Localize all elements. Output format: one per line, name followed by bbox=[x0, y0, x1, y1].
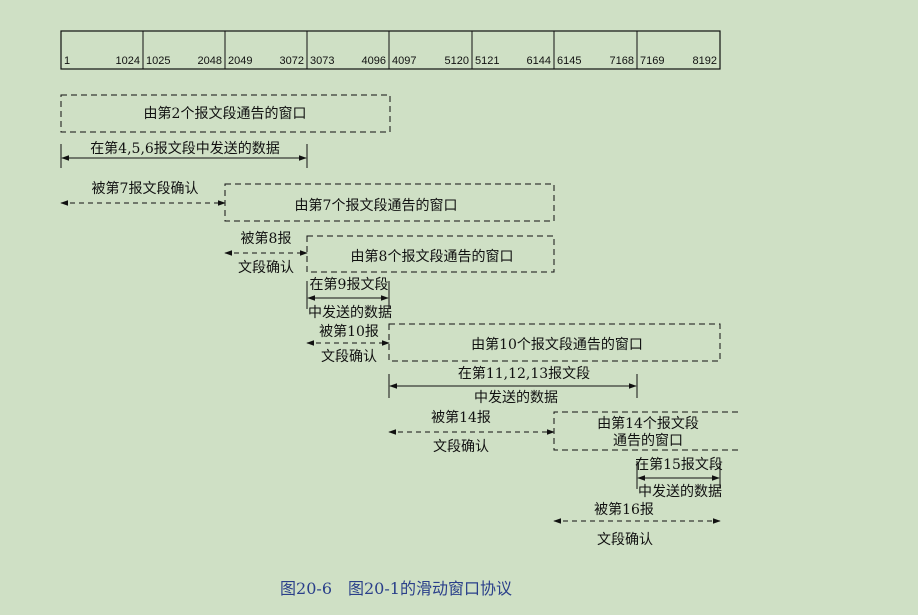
window-seg10 bbox=[388, 323, 721, 362]
ack7-label: 被第7报文段确认 bbox=[92, 180, 199, 197]
byte-cell-2-start: 1025 bbox=[146, 55, 170, 67]
byte-sequence-bar: 1 1024 1025 2048 2049 3072 3073 4096 409… bbox=[60, 30, 721, 70]
window-seg10-label: 由第10个报文段通告的窗口 bbox=[471, 336, 643, 353]
byte-cell-8-start: 7169 bbox=[640, 55, 664, 67]
send9-label-line1: 在第9报文段 bbox=[310, 276, 389, 293]
byte-cell-1-end: 1024 bbox=[116, 55, 140, 67]
ack8-label-line1: 被第8报 bbox=[241, 230, 292, 247]
window-seg8-label: 由第8个报文段通告的窗口 bbox=[351, 248, 514, 265]
send-111213-label-line2: 中发送的数据 bbox=[474, 390, 558, 406]
ack16-label-line1: 被第16报 bbox=[594, 501, 654, 518]
byte-cell-4-end: 4096 bbox=[362, 55, 386, 67]
window-seg7-label: 由第7个报文段通告的窗口 bbox=[295, 197, 458, 214]
send15-label-line1: 在第15报文段 bbox=[635, 456, 723, 473]
window-seg2-label: 由第2个报文段通告的窗口 bbox=[144, 105, 307, 122]
send-111213-label-line1: 在第11,12,13报文段 bbox=[458, 365, 590, 382]
send-456-label: 在第4,5,6报文段中发送的数据 bbox=[90, 140, 280, 157]
byte-cell-6-start: 5121 bbox=[475, 55, 499, 67]
ack16-label-line2: 文段确认 bbox=[597, 532, 653, 548]
byte-cell-3-start: 2049 bbox=[228, 55, 252, 67]
ack10-label-line2: 文段确认 bbox=[321, 349, 377, 365]
window-seg14-label-line2: 通告的窗口 bbox=[613, 432, 683, 449]
byte-cell-6-end: 6144 bbox=[527, 55, 551, 67]
window-seg14 bbox=[553, 411, 738, 451]
send9-label-line2: 中发送的数据 bbox=[308, 305, 392, 321]
byte-cell-8-end: 8192 bbox=[693, 55, 717, 67]
byte-cell-2-end: 2048 bbox=[198, 55, 222, 67]
byte-cell-7-start: 6145 bbox=[557, 55, 581, 67]
ack14-label-line2: 文段确认 bbox=[433, 439, 489, 455]
send15-label-line2: 中发送的数据 bbox=[638, 484, 722, 500]
ack14-label-line1: 被第14报 bbox=[431, 409, 491, 426]
figure-caption: 图20-6 图20-1的滑动窗口协议 bbox=[280, 579, 512, 598]
window-seg7 bbox=[224, 183, 555, 222]
window-seg8 bbox=[306, 235, 555, 273]
byte-cell-7-end: 7168 bbox=[610, 55, 634, 67]
window-seg14-label-line1: 由第14个报文段 bbox=[597, 415, 699, 432]
window-seg2 bbox=[60, 94, 391, 133]
byte-cell-4-start: 3073 bbox=[310, 55, 334, 67]
ack8-label-line2: 文段确认 bbox=[238, 260, 294, 276]
ack10-label-line1: 被第10报 bbox=[319, 323, 379, 340]
byte-cell-5-end: 5120 bbox=[445, 55, 469, 67]
byte-cell-5-start: 4097 bbox=[392, 55, 416, 67]
byte-cell-3-end: 3072 bbox=[280, 55, 304, 67]
byte-cell-1-start: 1 bbox=[64, 55, 70, 67]
